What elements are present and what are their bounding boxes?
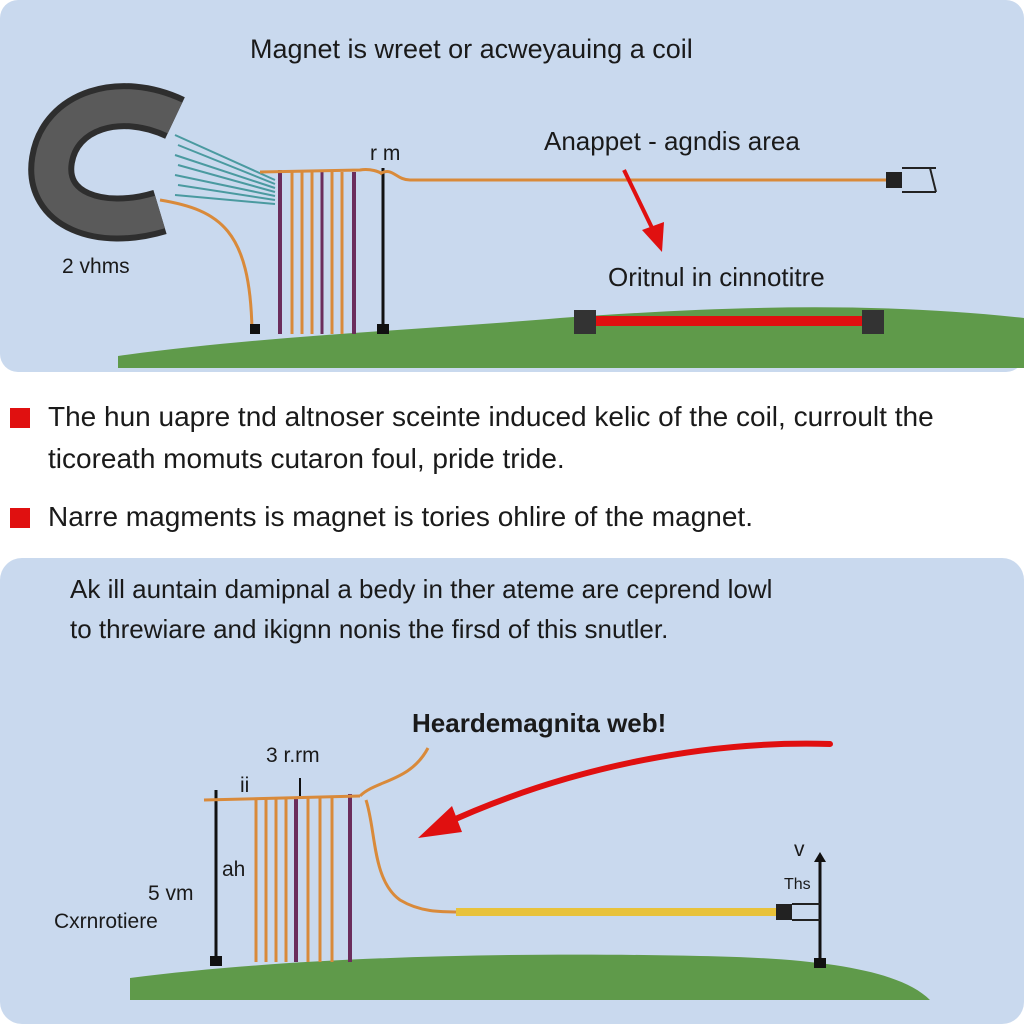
- label-area: Anappet - agndis area: [544, 126, 800, 156]
- terminal-top: [886, 172, 902, 188]
- coil-bottom: [203, 794, 361, 962]
- field-lines: [174, 134, 276, 205]
- bullet-square: [10, 508, 30, 528]
- red-rod: [574, 310, 884, 334]
- label-orit: Oritnul in cinnotitre: [608, 262, 825, 292]
- bullet-1: The hun uapre tnd altnoser sceinte induc…: [0, 396, 1024, 486]
- bullet-1-line-1: The hun uapre tnd altnoser sceinte induc…: [48, 401, 934, 432]
- label-ohms: 2 vhms: [62, 255, 130, 278]
- bullet-2: Narre magments is magnet is tories ohlir…: [0, 496, 1024, 540]
- label-ah: ah: [222, 858, 246, 881]
- wire-left: [159, 198, 254, 331]
- bottom-text-line-1: Ak ill auntain damipnal a bedy in ther a…: [70, 574, 773, 604]
- top-title: Magnet is wreet or acweyauing a coil: [250, 34, 693, 64]
- top-arrow: [622, 169, 656, 233]
- label-ths: Ths: [784, 876, 811, 893]
- yellow-rod: [456, 908, 780, 916]
- wire-top: [379, 170, 890, 182]
- bottom-arrow: [437, 740, 833, 829]
- label-v: v: [794, 838, 805, 861]
- bottom-text-line-2: to threwiare and ikignn nonis the firsd …: [70, 614, 669, 644]
- top-ground: [118, 307, 1024, 368]
- wire-bottom: [358, 747, 461, 914]
- coil-top: [259, 168, 384, 334]
- label-5vm: 5 vm: [148, 882, 194, 905]
- label-rm: r m: [370, 142, 401, 165]
- label-web: Heardemagnita web!: [412, 708, 667, 738]
- bottom-ground: [130, 954, 930, 1000]
- bullet-1-line-2: ticoreath momuts cutaron foul, pride tri…: [48, 443, 565, 474]
- bullet-square: [10, 408, 30, 428]
- label-cxr: Cxrnrotiere: [54, 910, 158, 933]
- label-3rm: 3 r.rm: [266, 744, 320, 767]
- label-ii: ii: [240, 774, 250, 797]
- bullet-2-line-1: Narre magments is magnet is tories ohlir…: [48, 501, 753, 532]
